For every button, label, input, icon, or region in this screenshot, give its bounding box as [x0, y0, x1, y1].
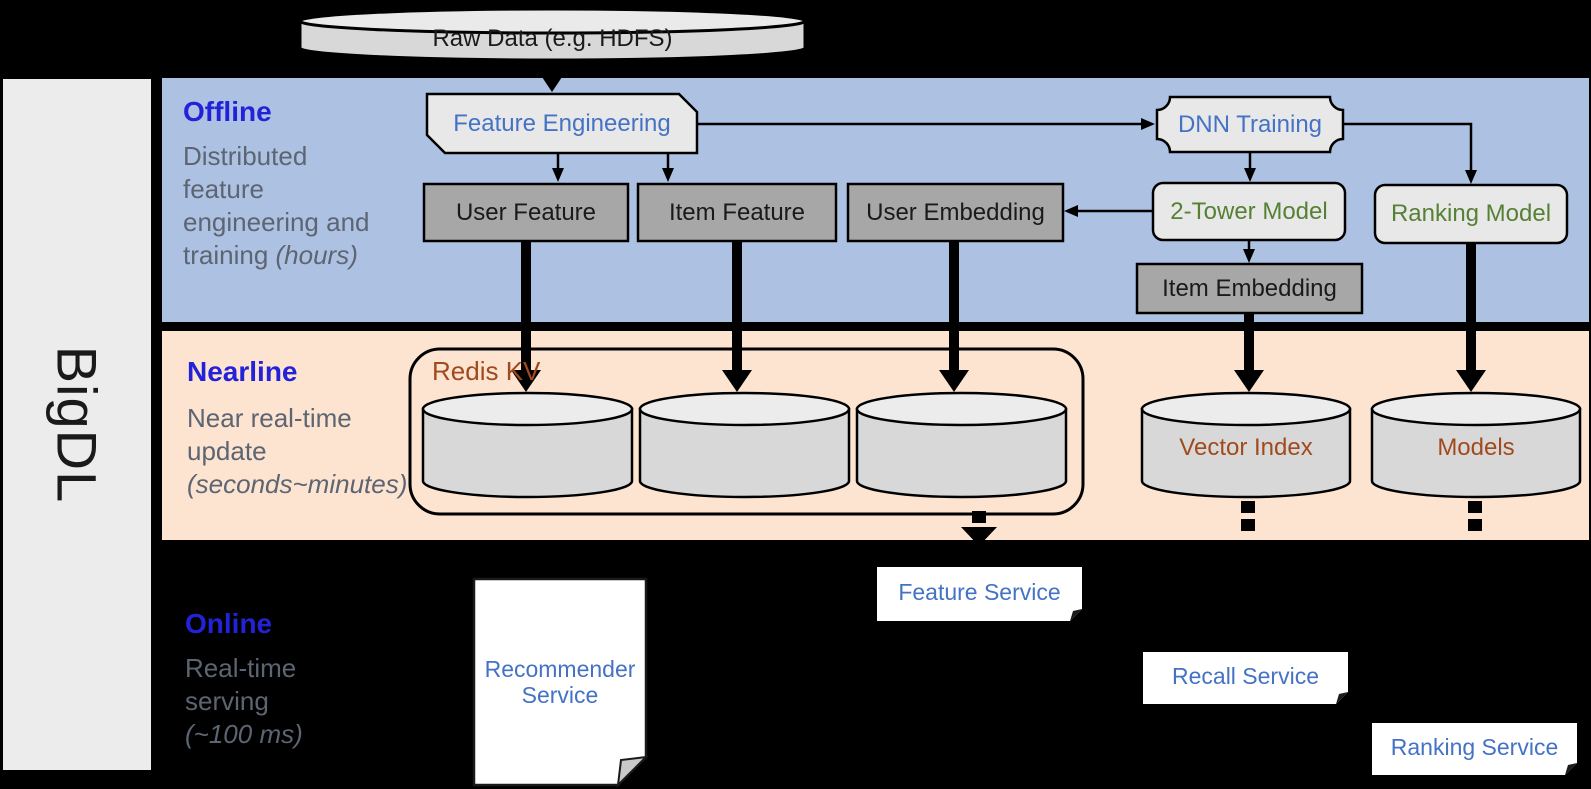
feature-service-card [877, 567, 1082, 621]
dnn-training-label: DNN Training [1177, 110, 1323, 138]
raw-data-cylinder [298, 7, 807, 62]
vector-index-label: Vector Index [1179, 434, 1313, 462]
dashed-connector-models-to-ranking-service [1468, 501, 1482, 531]
dashed-connector-vector-index-to-recall-service [1241, 501, 1255, 531]
feature-service-label: Feature Service [898, 578, 1061, 605]
item-embedding-label: Item Embedding [1162, 274, 1337, 302]
redis-cylinder-1 [421, 391, 634, 499]
models-label: Models [1437, 434, 1515, 462]
dnn-training-box [1155, 95, 1345, 154]
offline-section-title: Offline [183, 96, 272, 127]
feature-engineering-label: Feature Engineering [453, 109, 671, 137]
ranking-service-label: Ranking Service [1390, 733, 1559, 760]
recall-service-label: Recall Service [1172, 662, 1319, 689]
folded-corner-icon [616, 755, 649, 788]
ranking-model-label: Ranking Model [1390, 200, 1552, 228]
vector-index-cylinder [1140, 391, 1352, 499]
models-cylinder [1370, 391, 1582, 499]
feature-engineering-box [425, 92, 699, 155]
arrow-dnn-to-ranking-model [1343, 122, 1477, 184]
redis-kv-container [408, 347, 1085, 516]
redis-cylinder-2 [638, 391, 851, 499]
arrow-rawdata-to-feature-engineering [540, 60, 564, 92]
redis-kv-label: Redis KV [432, 356, 541, 386]
raw-data-label: Raw Data (e.g. HDFS) [432, 25, 673, 53]
dashed-arrow-redis-to-feature-service [961, 511, 997, 546]
online-section-title: Online [185, 608, 273, 639]
user-feature-label: User Feature [455, 198, 597, 226]
arrow-item-feature-to-redis [722, 241, 752, 392]
arrow-user-embedding-to-redis [939, 241, 969, 392]
recall-service-card [1143, 652, 1348, 704]
recommender-service-label: Recommender Service [484, 655, 636, 708]
folded-corner-icon [1070, 609, 1082, 621]
redis-cylinder-3 [855, 391, 1068, 499]
offline-section-description: Distributed feature engineering and trai… [183, 141, 370, 270]
nearline-section-title: Nearline [187, 356, 298, 387]
arrow-item-embedding-to-vector-index [1234, 313, 1264, 392]
nearline-section-description: Near real-time update (seconds~minutes) [187, 403, 408, 499]
arrow-ranking-model-to-models [1456, 243, 1486, 392]
ranking-service-card [1372, 723, 1577, 775]
recommender-service-document [472, 577, 649, 788]
item-feature-label: Item Feature [668, 198, 806, 226]
folded-corner-icon [1336, 692, 1348, 704]
bigdl-sidebar: BigDL [3, 79, 151, 770]
item-embedding-box [1135, 262, 1364, 315]
online-section-description: Real-time serving (~100 ms) [185, 653, 303, 749]
folded-corner-icon [1565, 763, 1577, 775]
two-tower-model-label: 2-Tower Model [1170, 197, 1328, 225]
user-embedding-label: User Embedding [866, 198, 1045, 226]
